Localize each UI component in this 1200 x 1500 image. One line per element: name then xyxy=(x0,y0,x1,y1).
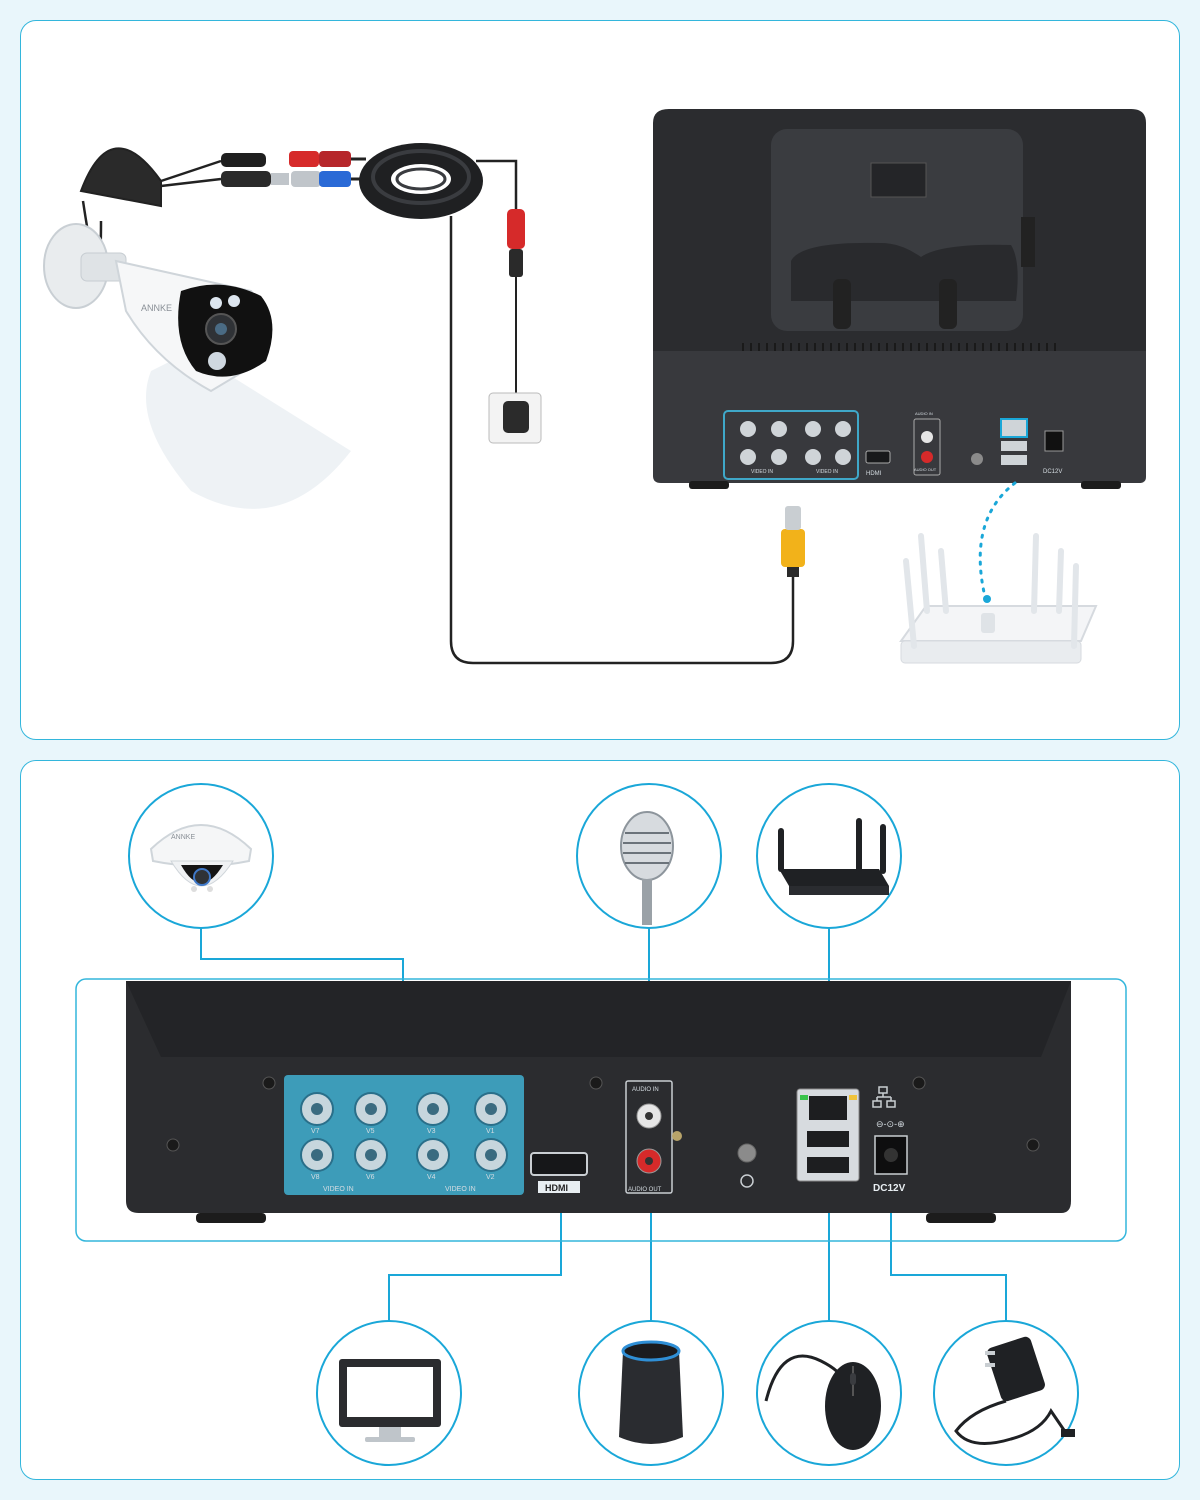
ground-icon xyxy=(740,1174,754,1188)
port-label-v6: V6 xyxy=(366,1174,375,1181)
port-label-v7: V7 xyxy=(311,1128,320,1135)
bnc-ports-left xyxy=(300,1092,388,1172)
mouse-icon xyxy=(764,1354,881,1450)
bnc-ports-right xyxy=(416,1092,508,1172)
device-circle-speaker xyxy=(578,1320,724,1466)
bottom-panel: ANNKE xyxy=(20,760,1180,1480)
audio-in-label: AUDIO IN xyxy=(632,1087,659,1093)
port-label-v8: V8 xyxy=(311,1174,320,1181)
usb-port-1 xyxy=(807,1131,849,1147)
port-label-v3: V3 xyxy=(427,1128,436,1135)
speaker-icon xyxy=(619,1340,683,1444)
device-circle-dome-camera: ANNKE xyxy=(128,783,274,929)
wifi-router xyxy=(899,533,1098,664)
device-circle-router xyxy=(756,783,902,929)
monitor-icon xyxy=(339,1359,441,1442)
audio-out-label: AUDIO OUT xyxy=(914,467,937,472)
video-in-label-left: VIDEO IN xyxy=(323,1186,354,1193)
video-in-port-group xyxy=(723,410,859,480)
video-in-label-right: VIDEO IN xyxy=(816,469,838,475)
camera-light-glow xyxy=(146,351,351,509)
port-label-v1: V1 xyxy=(486,1128,495,1135)
device-circle-power-adapter xyxy=(933,1320,1079,1466)
hdmi-label: HDMI xyxy=(545,1183,568,1193)
camera-pigtail-cable xyxy=(79,147,162,208)
rca-power-red xyxy=(289,151,319,167)
hdmi-port xyxy=(530,1152,588,1176)
dc-polarity-icon: ⊖-⊙-⊕ xyxy=(876,1119,905,1129)
coiled-extension-cable xyxy=(359,143,483,219)
port-label-v2: V2 xyxy=(486,1174,495,1181)
bnc-cable-blue xyxy=(319,171,351,187)
video-in-port-group xyxy=(284,1075,524,1195)
dc-plug-male xyxy=(221,153,266,167)
audio-in-label: AUDIO IN xyxy=(915,411,933,416)
dc-power-jack xyxy=(874,1135,908,1175)
bnc-connector-yellow xyxy=(781,529,805,567)
dc12v-label: DC12V xyxy=(1043,469,1062,475)
microphone-icon xyxy=(620,811,674,925)
device-circle-microphone xyxy=(576,783,722,929)
camera-spotlight-icon xyxy=(208,352,226,370)
camera-brand-label: ANNKE xyxy=(141,303,172,313)
network-link-dotted xyxy=(978,481,1017,603)
video-cable xyxy=(449,216,795,665)
router-icon xyxy=(778,818,889,895)
port-label-v5: V5 xyxy=(366,1128,375,1135)
camera-pigtail-connectors xyxy=(160,151,366,188)
dvr-back-panel: V7 V5 V8 V6 V3 V1 V4 V2 VIDEO IN VIDEO I… xyxy=(126,981,1071,1223)
audio-out-label: AUDIO OUT xyxy=(628,1187,662,1193)
video-in-label-right: VIDEO IN xyxy=(445,1186,476,1193)
video-in-label-left: VIDEO IN xyxy=(751,469,773,475)
bnc-plug-male xyxy=(221,171,271,187)
device-circle-monitor xyxy=(316,1320,462,1466)
hdmi-label: HDMI xyxy=(866,471,882,477)
dc-power-connector xyxy=(507,209,525,249)
top-panel: ANNKE xyxy=(20,20,1180,740)
dvr-inset-frame xyxy=(75,978,1127,1242)
connection-diagram-bottom: ANNKE xyxy=(75,783,1127,1466)
network-icon xyxy=(872,1086,896,1108)
router-antenna xyxy=(903,558,917,649)
camera-led-icon xyxy=(210,297,222,309)
lan-port xyxy=(809,1096,847,1120)
dc12v-label: DC12V xyxy=(873,1183,906,1194)
usb-port-2 xyxy=(807,1157,849,1173)
port-label-v4: V4 xyxy=(427,1174,436,1181)
bullet-camera: ANNKE xyxy=(43,147,273,393)
connection-diagram-top: ANNKE xyxy=(43,109,1146,665)
dome-brand-label: ANNKE xyxy=(171,834,195,841)
lan-port xyxy=(1000,418,1028,438)
ground-screw xyxy=(737,1143,757,1163)
power-adapter-icon xyxy=(954,1336,1075,1445)
audio-port-group xyxy=(625,1080,673,1194)
device-circle-mouse xyxy=(756,1320,902,1466)
dvr-monitor-back: VIDEO IN VIDEO IN HDMI AUDIO IN AUDIO OU… xyxy=(653,109,1146,489)
